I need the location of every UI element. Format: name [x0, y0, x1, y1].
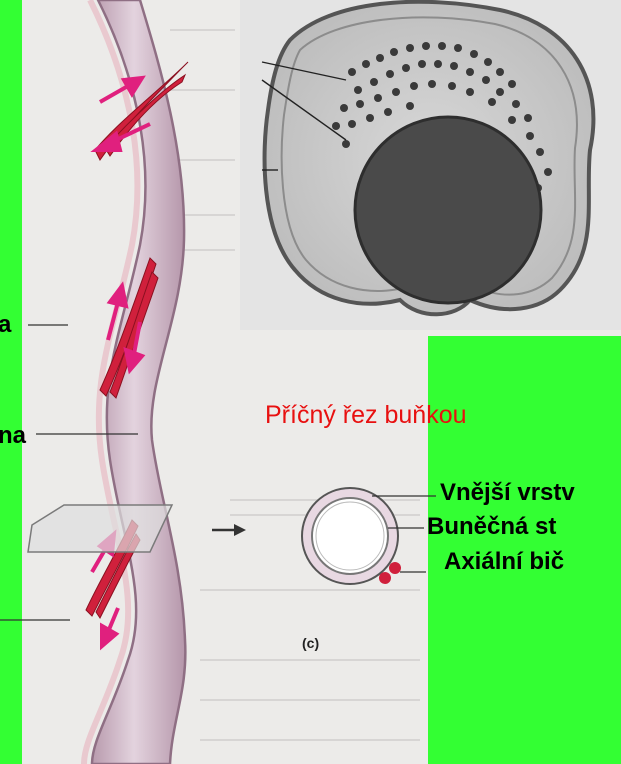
panel-c-label: (c): [302, 636, 319, 650]
caption-part-2: buňkou: [384, 401, 466, 429]
axial-fibril-section: [389, 562, 401, 574]
cell-wall-label: Buněčná st: [427, 515, 556, 539]
left-label-top: a: [0, 313, 11, 337]
protoplasmic-cylinder: [355, 117, 541, 303]
outer-layer-label: Vnější vrstv: [440, 481, 575, 505]
cross-section-caption: Příčný řez buňkou: [265, 401, 467, 430]
left-label-middle: na: [0, 424, 26, 448]
caption-part-1: Příčný řez: [265, 401, 384, 429]
axial-fibril-section: [379, 572, 391, 584]
em-cross-section-photo: [262, 2, 593, 314]
axial-fibril-label: Axiální bič: [444, 550, 564, 574]
